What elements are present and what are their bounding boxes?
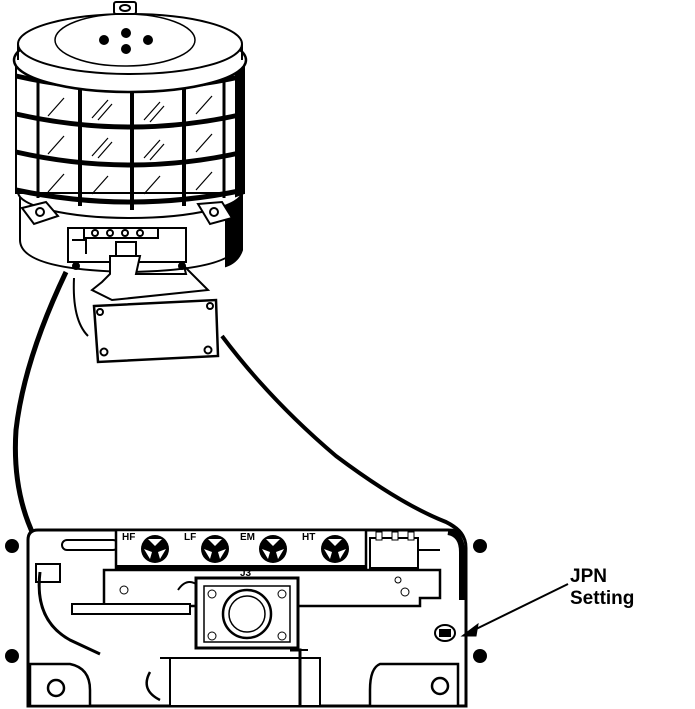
jpn-setting-callout: JPN Setting: [570, 566, 634, 610]
removal-arrow: [90, 255, 211, 302]
beacon-light: [12, 1, 248, 274]
magnification-lines: [12, 270, 466, 541]
label-em: EM: [240, 532, 255, 543]
callout-arrow: [460, 583, 569, 637]
mount-hole-top-left: [5, 539, 19, 553]
connector-lf: [201, 535, 229, 563]
callout-line-1: JPN: [570, 566, 607, 587]
callout-line-2: Setting: [570, 588, 635, 609]
label-ht: HT: [302, 532, 315, 543]
cover-plate: [72, 255, 220, 364]
cover-plate-body: [92, 298, 220, 364]
control-box-detail: [5, 528, 487, 708]
mount-hole-bottom-left: [5, 649, 19, 663]
mount-hole-top-right: [473, 539, 487, 553]
connector-ht: [321, 535, 349, 563]
connector-em: [259, 535, 287, 563]
connector-hf: [141, 535, 169, 563]
bottom-tab-right: [368, 662, 460, 708]
zoom-line-right: [220, 334, 466, 541]
beacon-base-shadow: [225, 194, 243, 268]
label-j3: J3: [240, 568, 252, 579]
label-lf: LF: [184, 532, 196, 543]
mount-hole-bottom-right: [473, 649, 487, 663]
terminal-block: [369, 537, 419, 569]
zoom-line-left: [12, 270, 69, 538]
label-hf: HF: [122, 532, 135, 543]
beacon-top-plate: [54, 13, 196, 67]
